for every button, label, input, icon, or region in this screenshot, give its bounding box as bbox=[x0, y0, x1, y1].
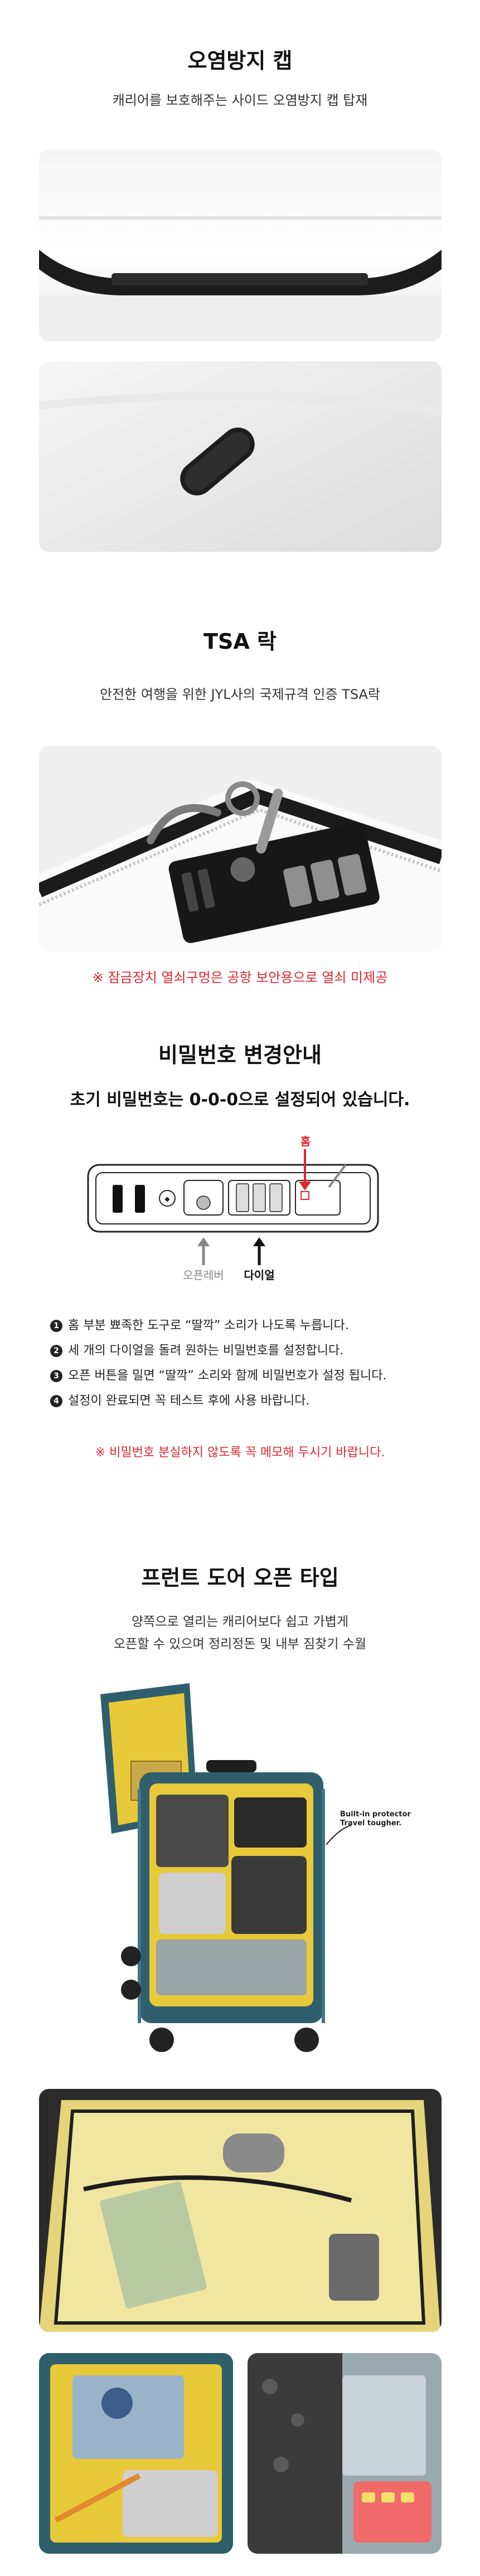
step-number: 2 bbox=[50, 1345, 62, 1357]
interior-photo-wide bbox=[39, 2089, 442, 2332]
groove-label: 홈 bbox=[300, 1135, 311, 1148]
step-item: 4 설정이 완료되면 꼭 테스트 후에 사용 바랍니다. bbox=[50, 1391, 310, 1408]
protector-annotation: Built-in protector Travel tougher. bbox=[340, 1810, 413, 1828]
password-warning: ※ 비밀번호 분실하지 않도록 꼭 메모해 두시기 바랍니다. bbox=[95, 1446, 385, 1460]
step-number: 3 bbox=[50, 1370, 62, 1382]
step-text: 오픈 버튼을 밀면 “딸깍” 소리와 함께 비밀번호가 설정 됩니다. bbox=[68, 1369, 387, 1383]
open-suitcase-illustration: Built-in protector Travel tougher. bbox=[78, 1678, 413, 2068]
tsa-lock-photo bbox=[39, 746, 442, 952]
cap-photo-closeup bbox=[39, 361, 442, 552]
interior-photo-left bbox=[39, 2353, 233, 2554]
annotation-line1: Built-in protector bbox=[340, 1810, 411, 1819]
front-door-subtitle-line2: 오픈할 수 있으며 정리정돈 및 내부 짐찾기 수월 bbox=[113, 1637, 367, 1651]
password-section-title: 비밀번호 변경안내 bbox=[158, 1043, 322, 1067]
tsa-section-title: TSA 락 bbox=[203, 629, 277, 654]
step-text: 설정이 완료되면 꼭 테스트 후에 사용 바랍니다. bbox=[68, 1394, 310, 1408]
step-item: 2 세 개의 다이얼을 돌려 원하는 비밀번호를 설정합니다. bbox=[50, 1340, 343, 1358]
tsa-section-subtitle: 안전한 여행을 위한 JYL사의 국제규격 인증 TSA락 bbox=[100, 687, 380, 702]
tsa-warning: ※ 잠금장치 열쇠구멍은 공항 보안용으로 열쇠 미제공 bbox=[92, 970, 388, 985]
front-door-subtitle-line1: 양쪽으로 열리는 캐리어보다 쉽고 가볍게 bbox=[132, 1615, 348, 1629]
front-door-section-title: 프런트 도어 오픈 타입 bbox=[141, 1566, 339, 1590]
open-lever-label: 오픈레버 bbox=[183, 1268, 224, 1282]
step-text: 세 개의 다이얼을 돌려 원하는 비밀번호를 설정합니다. bbox=[68, 1344, 344, 1358]
step-item: 1 홈 부분 뾰족한 도구로 “딸깍” 소리가 나도록 누릅니다. bbox=[50, 1315, 349, 1333]
step-number: 4 bbox=[50, 1395, 62, 1407]
interior-photo-right bbox=[248, 2353, 442, 2554]
password-headline: 초기 비밀번호는 0-0-0으로 설정되어 있습니다. bbox=[70, 1090, 410, 1110]
svg-text:◆: ◆ bbox=[164, 1195, 170, 1203]
step-item: 3 오픈 버튼을 밀면 “딸깍” 소리와 함께 비밀번호가 설정 됩니다. bbox=[50, 1365, 387, 1383]
cap-photo-top bbox=[39, 149, 442, 341]
cap-section-title: 오염방지 캡 bbox=[187, 48, 293, 73]
lock-diagram: ◆ 홈 오픈레버 다이얼 bbox=[84, 1135, 401, 1282]
annotation-line2: Travel tougher. bbox=[340, 1819, 402, 1827]
step-text: 홈 부분 뾰족한 도구로 “딸깍” 소리가 나도록 누릅니다. bbox=[68, 1319, 349, 1333]
cap-section-subtitle: 캐리어를 보호해주는 사이드 오염방지 캡 탑재 bbox=[112, 93, 368, 108]
dial-label: 다이얼 bbox=[244, 1268, 275, 1282]
step-number: 1 bbox=[50, 1320, 62, 1332]
